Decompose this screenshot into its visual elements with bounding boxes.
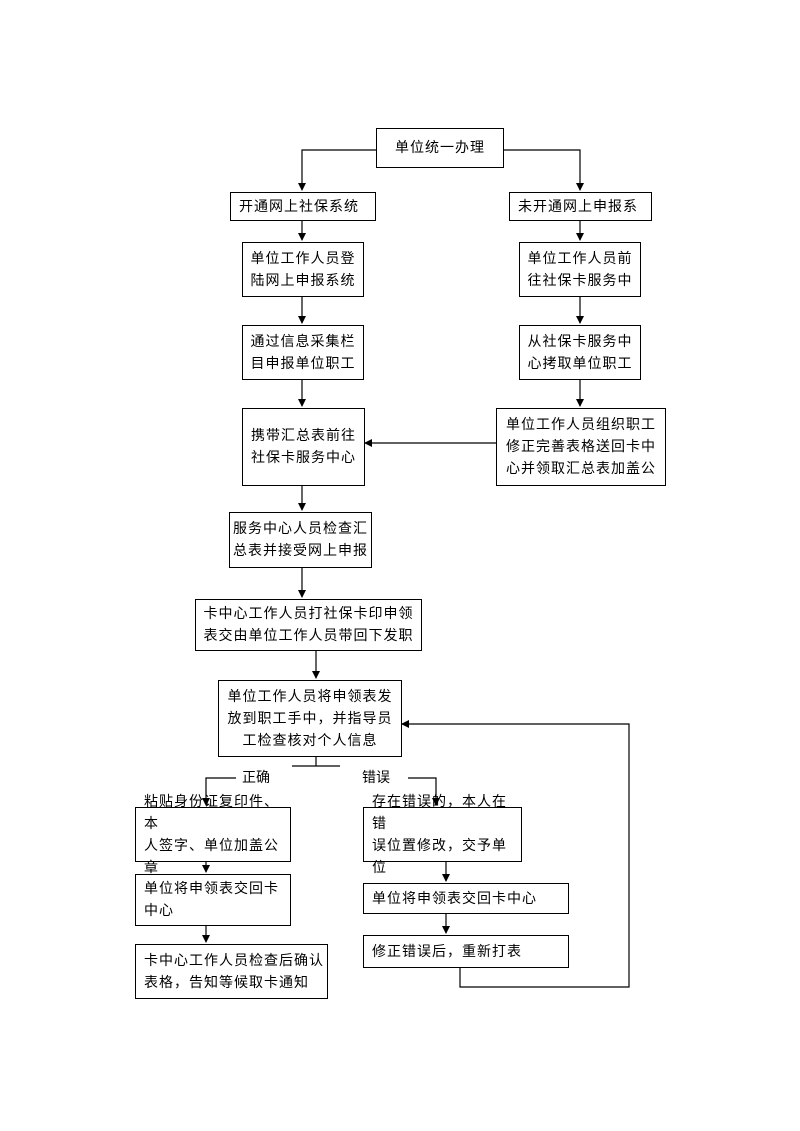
node-final-check: 卡中心工作人员检查后确认 表格，告知等候取卡通知 xyxy=(135,944,328,999)
arrow-correct-branch xyxy=(202,777,236,806)
arrow-reprint-loop xyxy=(401,720,630,988)
node-check-summary: 服务中心人员检查汇 总表并接受网上申报 xyxy=(229,512,372,568)
node-organize: 单位工作人员组织职工 修正完善表格送回卡中 心并领取汇总表加盖公 xyxy=(496,408,666,486)
label-error: 错误 xyxy=(360,769,392,787)
node-paste: 粘贴身份证复印件、本 人签字、单位加盖公章 xyxy=(135,794,291,876)
node-offline: 未开通网上申报系 xyxy=(509,192,652,221)
node-fix-error: 存在错误的，本人在错 误位置修改，交予单位 xyxy=(363,794,522,876)
arrow-start-to-online xyxy=(298,149,376,191)
node-distribute: 单位工作人员将申领表发 放到职工手中，并指导员 工检查核对个人信息 xyxy=(218,680,402,757)
node-return-correct: 单位将申领表交回卡 中心 xyxy=(135,874,291,926)
node-reprint: 修正错误后，重新打表 xyxy=(363,935,569,968)
node-goto-center: 单位工作人员前 往社保卡服务中 xyxy=(519,242,641,297)
node-copy-staff: 从社保卡服务中 心拷取单位职工 xyxy=(519,325,641,380)
node-login: 单位工作人员登 陆网上申报系统 xyxy=(242,242,364,297)
node-return-error: 单位将申领表交回卡中心 xyxy=(363,883,569,914)
arrow-start-to-offline xyxy=(504,149,584,191)
node-online: 开通网上社保系统 xyxy=(230,192,376,221)
node-carry: 携带汇总表前往 社保卡服务中心 xyxy=(242,408,365,486)
node-print: 卡中心工作人员打社保卡印申领 表交由单位工作人员带回下发职 xyxy=(195,599,422,651)
arrow-error-branch xyxy=(408,777,440,806)
node-start: 单位统一办理 xyxy=(376,128,504,168)
node-collect: 通过信息采集栏 目申报单位职工 xyxy=(242,325,364,380)
label-correct: 正确 xyxy=(240,769,272,787)
